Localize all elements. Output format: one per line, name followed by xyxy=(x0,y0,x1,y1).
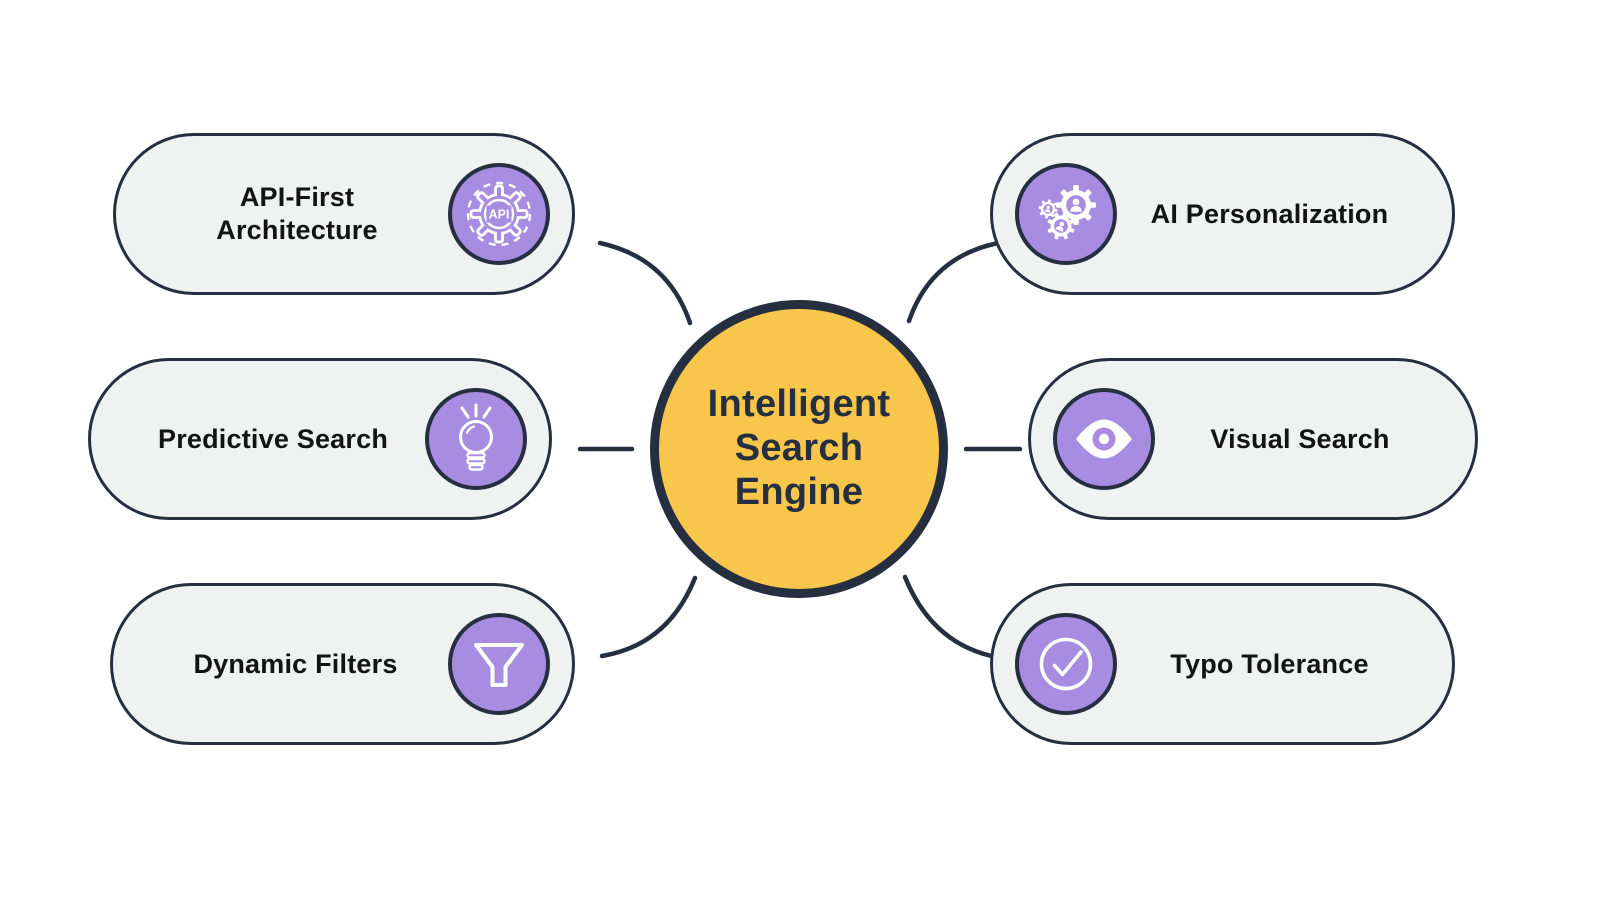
node-label: Typo Tolerance xyxy=(1170,648,1369,679)
node-label: AI Personalization xyxy=(1150,198,1389,229)
connector-top-right xyxy=(906,240,1001,324)
central-title-line-1: Intelligent xyxy=(707,383,891,426)
node-visual-search: Visual Search xyxy=(1028,358,1478,520)
node-label: API-First Architecture xyxy=(216,182,378,245)
connector-bottom-left xyxy=(599,575,698,659)
node-typo-tolerance: Typo Tolerance xyxy=(990,583,1455,745)
eye-icon xyxy=(1053,388,1155,490)
node-api-first-architecture: API-First Architecture API xyxy=(113,133,575,295)
lightbulb-icon-svg xyxy=(459,403,493,471)
lightbulb-icon xyxy=(425,388,527,490)
api-gear-icon: API xyxy=(448,163,550,265)
central-title-line-3: Engine xyxy=(734,470,864,513)
gears-people-icon xyxy=(1015,163,1117,265)
svg-text:API: API xyxy=(489,208,510,222)
api-gear-icon-svg: API xyxy=(466,181,532,247)
node-ai-personalization: AI Personalization xyxy=(990,133,1455,295)
eye-icon-svg xyxy=(1076,419,1132,459)
node-dynamic-filters: Dynamic Filters xyxy=(110,583,575,745)
check-circle-icon-svg xyxy=(1039,637,1093,691)
gears-people-icon-svg xyxy=(1036,185,1096,245)
funnel-icon xyxy=(448,613,550,715)
central-node: Intelligent Search Engine xyxy=(650,300,948,598)
node-label: Dynamic Filters xyxy=(193,648,398,679)
connector-top-left xyxy=(597,240,693,326)
funnel-icon-svg xyxy=(474,643,524,687)
node-predictive-search: Predictive Search xyxy=(88,358,552,520)
node-label: Predictive Search xyxy=(157,423,389,454)
node-label: Visual Search xyxy=(1210,423,1390,454)
connector-bottom-right xyxy=(902,574,999,660)
central-title-line-2: Search xyxy=(734,427,864,470)
check-circle-icon xyxy=(1015,613,1117,715)
central-node-title: Intelligent Search Engine xyxy=(708,383,891,514)
